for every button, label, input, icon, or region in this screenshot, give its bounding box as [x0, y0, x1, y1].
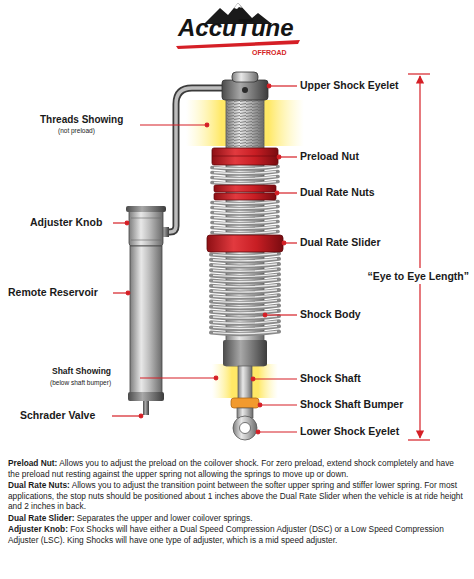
- part-label: Preload Nut: [300, 150, 359, 162]
- note-paragraph: Preload Nut: Allows you to adjust the pr…: [8, 458, 466, 479]
- note-body: Allows you to adjust the preload on the …: [8, 458, 454, 479]
- spring-coil: [212, 217, 278, 220]
- remote-reservoir: [126, 206, 166, 415]
- spring-coil: [211, 274, 279, 277]
- spring-coil: [214, 217, 276, 219]
- note-body: Fox Shocks will have either a Dual Speed…: [8, 524, 444, 545]
- schrader-valve: [143, 401, 149, 415]
- part-label: Lower Shock Eyelet: [300, 425, 399, 437]
- notes: Preload Nut: Allows you to adjust the pr…: [8, 458, 466, 546]
- part-label: “Eye to Eye Length”: [366, 268, 470, 284]
- spring-coil: [214, 177, 276, 179]
- part-label: Shock Body: [300, 308, 361, 320]
- leader-lines: [112, 84, 297, 434]
- spring-coil: [214, 207, 276, 209]
- spring-coil: [213, 259, 277, 261]
- part-label: Adjuster Knob: [30, 216, 102, 228]
- logo-mark: [176, 3, 300, 49]
- spring-coil: [212, 202, 278, 205]
- spring-coil: [211, 264, 279, 267]
- spring-coil: [211, 259, 279, 262]
- part-label: Dual Rate Slider: [300, 236, 381, 248]
- spring-coil: [213, 285, 277, 287]
- spring-coil: [211, 332, 279, 335]
- note-body: Allows you to adjust the transition poin…: [8, 480, 463, 511]
- spring-coil: [213, 280, 277, 282]
- spring-coil: [213, 274, 277, 276]
- spring-coil: [212, 212, 278, 215]
- spring-coil: [214, 232, 276, 234]
- part-label: Shock Shaft: [300, 372, 361, 384]
- dual-rate-nut: [214, 185, 276, 192]
- spring-coil: [211, 295, 279, 298]
- spring-coil: [211, 316, 279, 319]
- part-label: (not preload): [58, 127, 95, 134]
- dual-rate-nut: [214, 193, 276, 200]
- logo-text: AccuTune: [178, 14, 294, 42]
- spring-coil: [213, 300, 277, 302]
- spring-coil: [212, 232, 278, 235]
- spring-coil: [214, 227, 276, 229]
- spring-coil: [212, 207, 278, 210]
- note-term: Preload Nut:: [8, 458, 57, 468]
- spring-coil: [213, 264, 277, 266]
- spring-coil: [213, 332, 277, 334]
- spring-coil: [212, 222, 278, 225]
- spring-coil: [213, 295, 277, 297]
- spring-coil: [214, 167, 276, 169]
- spring-coil: [211, 254, 279, 257]
- spring-coil: [214, 212, 276, 214]
- part-label: Remote Reservoir: [8, 286, 98, 298]
- logo-text: OFFROAD: [252, 49, 287, 57]
- part-label: (below shaft bumper): [50, 379, 111, 386]
- part-label: Threads Showing: [40, 114, 123, 126]
- shock-shaft: [238, 366, 252, 400]
- note-paragraph: Dual Rate Slider: Separates the upper an…: [8, 513, 466, 524]
- part-label: Shock Shaft Bumper: [300, 398, 403, 410]
- spring-coil: [213, 269, 277, 271]
- spring-coil: [214, 222, 276, 224]
- dimension-bracket: [408, 74, 430, 440]
- note-body: Separates the upper and lower coilover s…: [77, 513, 253, 523]
- spring-coil: [211, 300, 279, 303]
- spring-coil: [214, 172, 276, 174]
- spring-coil: [212, 177, 278, 180]
- spring-coil: [213, 316, 277, 318]
- spring-coil: [211, 306, 279, 309]
- spring-coil: [211, 290, 279, 293]
- note-term: Dual Rate Slider:: [8, 513, 74, 523]
- spring-coil: [213, 326, 277, 328]
- spring-coil: [211, 311, 279, 314]
- note-paragraph: Dual Rate Nuts: Allows you to adjust the…: [8, 480, 466, 512]
- note-term: Dual Rate Nuts:: [8, 480, 70, 490]
- spring-coil: [213, 306, 277, 308]
- part-label: Upper Shock Eyelet: [300, 79, 399, 91]
- spring-coil: [212, 182, 278, 185]
- spring-coil: [212, 227, 278, 230]
- part-label: Shaft Showing: [52, 367, 111, 377]
- spring-coil: [214, 202, 276, 204]
- note-term: Adjuster Knob:: [8, 524, 68, 534]
- lower-eyelet: [233, 408, 257, 440]
- note-paragraph: Adjuster Knob: Fox Shocks will have eith…: [8, 524, 466, 545]
- spring-coil: [212, 172, 278, 175]
- spring-coil: [213, 311, 277, 313]
- spring-coil: [214, 182, 276, 184]
- part-label: Schrader Valve: [20, 409, 95, 421]
- spring-coil: [211, 326, 279, 329]
- spring-coil: [212, 167, 278, 170]
- spring-coil: [211, 269, 279, 272]
- spring-coil: [213, 290, 277, 292]
- upper-eyelet: [222, 72, 268, 100]
- shaft-bumper: [231, 398, 259, 408]
- preload-nut: [212, 148, 278, 165]
- spring-coil: [213, 321, 277, 323]
- spring-coil: [211, 280, 279, 283]
- spring-coil: [211, 321, 279, 324]
- part-label: Dual Rate Nuts: [300, 186, 375, 198]
- dual-rate-slider: [207, 235, 283, 252]
- spring-coil: [211, 285, 279, 288]
- spring-coil: [213, 254, 277, 256]
